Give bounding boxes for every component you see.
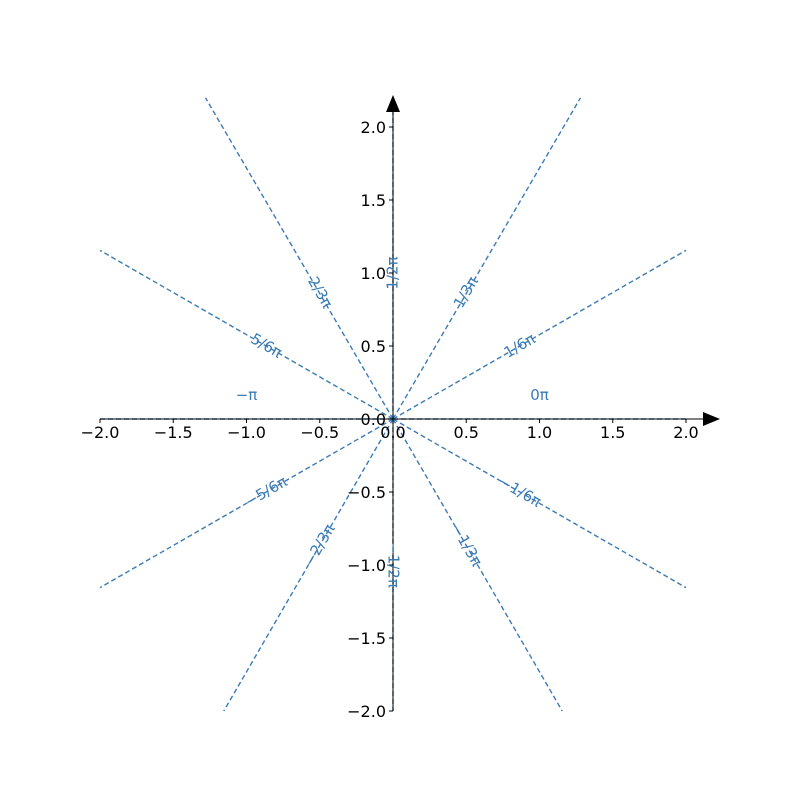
ray-label: 1/6π xyxy=(501,329,539,361)
ray-label: −1/3π xyxy=(447,521,485,570)
x-tick-label: 0.5 xyxy=(454,423,479,442)
x-ticks: −2.0 −1.5 −1.0 −0.5 0.0 0.5 1.0 1.5 2.0 xyxy=(81,419,699,442)
ray-line xyxy=(99,249,394,420)
ray-label: 2/3π xyxy=(304,273,336,311)
axes: −2.0 −1.5 −1.0 −0.5 0.0 0.5 1.0 1.5 2.0 −2.0 −1.5… xyxy=(81,95,720,721)
ray-line xyxy=(392,249,687,420)
y-tick-label: 1.5 xyxy=(361,191,386,210)
ray-label: −5/6π xyxy=(242,472,291,510)
y-tick-label: −0.5 xyxy=(347,483,386,502)
ray-label: −π xyxy=(236,386,258,404)
ray-label: 1/2π xyxy=(384,256,402,289)
ray-label: −1/6π xyxy=(496,472,545,510)
x-tick-label: 1.5 xyxy=(600,423,625,442)
x-tick-label: 1.0 xyxy=(527,423,552,442)
ray-label: −2/3π xyxy=(300,521,338,570)
y-tick-label: −1.5 xyxy=(347,629,386,648)
ray-line xyxy=(223,418,394,712)
x-tick-label: −1.5 xyxy=(154,423,193,442)
y-ticks: −2.0 −1.5 −1.0 −0.5 0.0 0.5 1.0 1.5 2.0 xyxy=(347,118,393,721)
y-tick-label: 0.0 xyxy=(361,410,386,429)
ray-line xyxy=(99,418,394,589)
ray-label: 1/3π xyxy=(450,273,482,311)
x-tick-label: 2.0 xyxy=(673,423,698,442)
ray-label: −1/2π xyxy=(385,542,403,588)
x-tick-label: 0.0 xyxy=(380,423,405,442)
x-tick-label: −2.0 xyxy=(81,423,120,442)
y-tick-label: 1.0 xyxy=(361,264,386,283)
ray-label: 5/6π xyxy=(248,329,286,361)
y-axis-arrow xyxy=(386,95,400,112)
x-tick-label: −1.0 xyxy=(227,423,266,442)
x-axis-arrow xyxy=(703,412,720,426)
ray-line xyxy=(392,418,563,712)
ray-line xyxy=(392,418,687,589)
y-tick-label: 2.0 xyxy=(361,118,386,137)
ray-line xyxy=(392,97,582,420)
y-tick-label: −1.0 xyxy=(347,556,386,575)
y-tick-label: 0.5 xyxy=(361,337,386,356)
y-tick-label: −2.0 xyxy=(347,702,386,721)
ray-line xyxy=(204,97,394,420)
x-tick-label: −0.5 xyxy=(300,423,339,442)
ray-label: 0π xyxy=(530,386,549,404)
